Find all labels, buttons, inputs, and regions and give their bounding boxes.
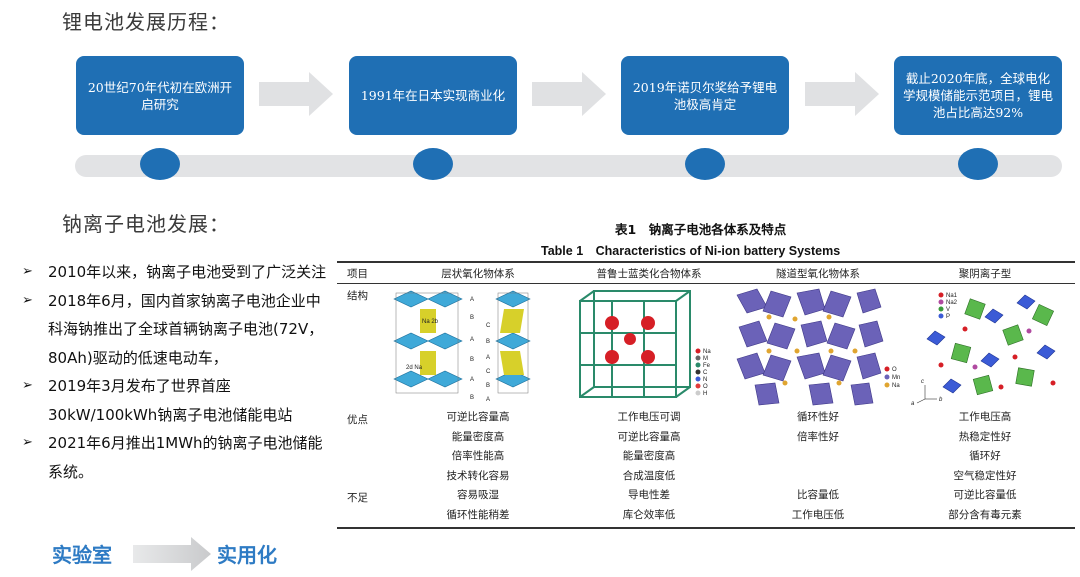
timeline-dot bbox=[413, 148, 453, 180]
column-header: 层状氧化物体系 bbox=[441, 268, 515, 280]
timeline-arrow-icon bbox=[532, 72, 606, 116]
table-row-header: 项目 bbox=[347, 268, 368, 280]
svg-text:V: V bbox=[946, 307, 950, 313]
svg-text:b: b bbox=[939, 397, 943, 403]
structure-label: B bbox=[486, 339, 490, 345]
timeline-arrow-icon bbox=[805, 72, 879, 116]
timeline-dot bbox=[685, 148, 725, 180]
timeline-dot bbox=[958, 148, 998, 180]
advantages-col-2: 工作电压可调可逆比容量高 能量密度高合成温度低 bbox=[617, 411, 681, 482]
structure-label: A bbox=[470, 337, 474, 343]
svg-text:Mn: Mn bbox=[892, 375, 900, 381]
disadvantages-col-2: 导电性差库仑效率低 bbox=[622, 489, 676, 521]
polyanion-structure-image: Na1 Na2 V P c a b bbox=[911, 292, 1056, 407]
advantages-col-1: 可逆比容量高能量密度高 倍率性能高技术转化容易 bbox=[446, 411, 510, 482]
svg-text:Na: Na bbox=[892, 383, 900, 389]
arrow-bullet-icon: ➢ bbox=[22, 292, 33, 308]
timeline-dot bbox=[140, 148, 180, 180]
table-title-cn: 表1 钠离子电池各体系及特点 bbox=[615, 222, 787, 237]
structure-label: A bbox=[470, 297, 474, 303]
structure-label: B bbox=[486, 383, 490, 389]
svg-text:P: P bbox=[946, 314, 950, 320]
milestone-1: 20世纪70年代初在欧洲开启研究 bbox=[76, 56, 244, 135]
structure-label: A bbox=[486, 397, 490, 403]
tunnel-oxide-structure-image: O Mn Na bbox=[736, 288, 900, 406]
structure-label: C bbox=[486, 323, 491, 329]
structure-label: 2d Na bbox=[406, 365, 423, 371]
progress-arrow-icon bbox=[133, 537, 211, 571]
structure-label: B bbox=[470, 395, 474, 401]
column-header: 隧道型氧化物体系 bbox=[776, 268, 860, 280]
arrow-bullet-icon: ➢ bbox=[22, 264, 33, 279]
svg-text:Na: Na bbox=[703, 349, 711, 355]
svg-text:N: N bbox=[703, 377, 707, 383]
list-item: ➢2021年6月推出1MWh的钠离子电池储能系统。 bbox=[22, 429, 332, 486]
svg-text:O: O bbox=[892, 367, 897, 373]
timeline-arrow-icon bbox=[259, 72, 333, 116]
structure-label: B bbox=[470, 315, 474, 321]
structure-label: B bbox=[470, 357, 474, 363]
row-label-structure: 结构 bbox=[347, 290, 368, 302]
disadvantages-col-3: 比容量低工作电压低 bbox=[791, 489, 845, 521]
svg-text:Na2: Na2 bbox=[946, 300, 958, 306]
sodium-heading: 钠离子电池发展： bbox=[62, 212, 230, 236]
table-bottom-rule bbox=[337, 527, 1075, 529]
disadvantages-col-1: 容易吸湿循环性能稍差 bbox=[446, 489, 510, 521]
row-label-disadvantages: 不足 bbox=[347, 492, 368, 504]
disadvantages-col-4: 可逆比容量低部分含有毒元素 bbox=[948, 489, 1022, 521]
column-header: 普鲁士蓝类化合物体系 bbox=[596, 268, 702, 280]
svg-text:H: H bbox=[703, 391, 707, 397]
svg-text:c: c bbox=[921, 379, 924, 385]
table-header-rule bbox=[337, 283, 1075, 284]
column-header: 聚阴离子型 bbox=[958, 268, 1012, 280]
advantages-col-4: 工作电压高热稳定性好 循环好空气稳定性好 bbox=[953, 411, 1017, 482]
arrow-bullet-icon: ➢ bbox=[22, 435, 33, 450]
list-item: ➢2018年6月，国内首家钠离子电池企业中科海钠推出了全球首辆钠离子电池(72V… bbox=[22, 287, 332, 373]
structure-label: C bbox=[486, 369, 491, 375]
layered-oxide-structure-image: Na 2b 2d Na A B A B A B C B A C B A bbox=[393, 290, 531, 403]
svg-text:Na1: Na1 bbox=[946, 293, 958, 299]
milestone-2: 1991年在日本实现商业化 bbox=[349, 56, 517, 135]
lab-label: 实验室 bbox=[52, 543, 112, 567]
timeline-bar bbox=[75, 155, 1062, 177]
prussian-blue-structure-image: Na M Fe C N O H bbox=[579, 290, 711, 398]
svg-text:O: O bbox=[703, 384, 708, 390]
advantages-col-3: 循环性好倍率性好 bbox=[797, 411, 839, 443]
structure-label: Na 2b bbox=[422, 319, 439, 325]
practical-label: 实用化 bbox=[217, 543, 277, 567]
svg-text:a: a bbox=[911, 401, 915, 407]
sodium-bullet-list: ➢2010年以来，钠离子电池受到了广泛关注 ➢2018年6月，国内首家钠离子电池… bbox=[22, 258, 332, 486]
structure-label: A bbox=[470, 377, 474, 383]
svg-text:Fe: Fe bbox=[703, 363, 711, 369]
list-item: ➢2010年以来，钠离子电池受到了广泛关注 bbox=[22, 258, 332, 287]
arrow-bullet-icon: ➢ bbox=[22, 378, 33, 393]
svg-text:C: C bbox=[703, 370, 708, 376]
lithium-heading: 锂电池发展历程： bbox=[62, 10, 230, 34]
table-title-en: Table 1 Characteristics of Ni-ion batter… bbox=[541, 244, 841, 258]
row-label-advantages: 优点 bbox=[347, 414, 368, 426]
table-top-rule bbox=[337, 261, 1075, 263]
svg-text:M: M bbox=[703, 356, 708, 362]
milestone-3: 2019年诺贝尔奖给予锂电池极高肯定 bbox=[621, 56, 789, 135]
milestone-4: 截止2020年底，全球电化学规模储能示范项目，锂电池占比高达92% bbox=[894, 56, 1062, 135]
structure-label: A bbox=[486, 355, 490, 361]
list-item: ➢2019年3月发布了世界首座30kW/100kWh钠离子电池储能电站 bbox=[22, 372, 332, 429]
